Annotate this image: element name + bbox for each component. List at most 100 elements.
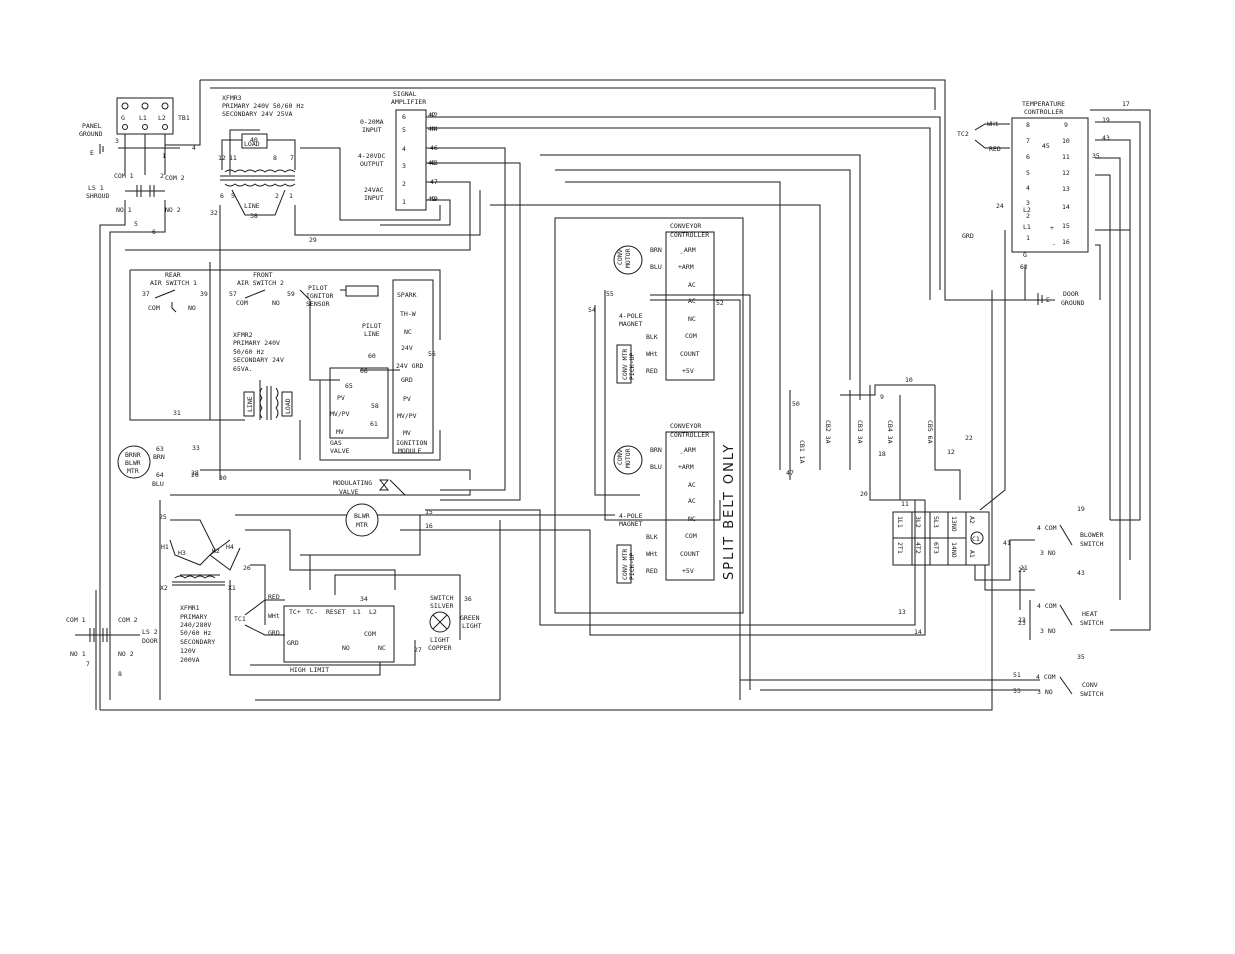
hl-tcplus: TC+ xyxy=(289,608,301,616)
temp-ctrl-tc2: TC2 xyxy=(957,130,969,138)
amp-wire-47: 47 xyxy=(430,178,438,186)
ct-a1: A1 xyxy=(968,550,976,558)
wire-number-66: 66 xyxy=(360,367,368,375)
panel-ground-icon xyxy=(99,144,104,154)
ls1-com1: COM 1 xyxy=(114,172,134,180)
amp-input2-1: 24VAC xyxy=(364,186,384,194)
amp-title-2: AMPLIFIER xyxy=(391,98,426,106)
blower-sw-w19: 19 xyxy=(1077,505,1085,513)
amp-output-2: OUTPUT xyxy=(360,160,384,168)
temp-ctrl-minus: - xyxy=(1052,240,1056,248)
wire-number-20: 20 xyxy=(860,490,868,498)
tc-pin-7: 7 xyxy=(1026,137,1030,145)
front-switch-com: COM xyxy=(236,299,248,307)
xfmr3-pin-8: 8 xyxy=(273,154,277,162)
xfmr3-line-2: PRIMARY 240V 50/60 Hz xyxy=(222,102,304,110)
hl-nc: NC xyxy=(378,644,386,652)
ls1-label-2: SHROUD xyxy=(86,192,110,200)
ct-14no: 14NO xyxy=(950,542,958,558)
conv2-wht: WHt xyxy=(646,550,658,558)
amp-wire-46: 46 xyxy=(430,144,438,152)
wire-number-27: 27 xyxy=(414,646,422,654)
light-silver: SILVER xyxy=(430,602,454,610)
wire-number-24: 24 xyxy=(996,202,1004,210)
amp-input1-1: 0-20MA xyxy=(360,118,384,126)
signal-amplifier: SIGNAL AMPLIFIER 0-20MA INPUT 4-20VDC OU… xyxy=(358,90,438,211)
blwr-mtr-1: BLWR xyxy=(354,512,370,520)
xfmr1-line-2: PRIMARY xyxy=(180,613,207,621)
rear-switch-wire-37: 37 xyxy=(142,290,150,298)
breaker-cb4: CB4 3A xyxy=(886,420,894,444)
conv-sw-label-1: CONV xyxy=(1082,681,1098,689)
xfmr2-line-1: XFMR2 xyxy=(233,331,253,339)
conv2-nc: NC xyxy=(688,515,696,523)
ct-3l2: 3L2 xyxy=(914,516,922,528)
door-ground-label-1: DOOR xyxy=(1063,290,1079,298)
heat-sw-no: 3 NO xyxy=(1040,627,1056,635)
temp-ctrl-title-2: CONTROLLER xyxy=(1024,108,1063,116)
wire-number-61: 61 xyxy=(370,420,378,428)
conv-switch: 4 COM 3 NO CONV SWITCH 51 53 xyxy=(1013,671,1104,698)
wire-number-10: 10 xyxy=(905,376,913,384)
amp-wire-42: 42 xyxy=(430,111,438,119)
amp-pin-1: 1 xyxy=(402,198,406,206)
conv1-motor-1: CONV xyxy=(616,249,624,265)
breaker-cb3: CB3 3A xyxy=(856,420,864,444)
wire-number-35: 35 xyxy=(1092,152,1100,160)
conv1-com: COM xyxy=(685,332,697,340)
conv1-title-1: CONVEYOR xyxy=(670,222,701,230)
temp-ctrl-pins-left: 8 7 6 5 4 3 2 1 xyxy=(1026,121,1030,242)
ign-grd: GRD xyxy=(401,376,413,384)
conv2-arm-neg: _ARM xyxy=(680,446,696,454)
temp-ctrl-l2: L2 xyxy=(1023,206,1031,214)
conv2-ac2: AC xyxy=(688,497,696,505)
wire-number-12: 12 xyxy=(947,448,955,456)
heat-sw-w21: 21 xyxy=(1018,566,1026,574)
xfmr3-pin-5: 5 xyxy=(231,192,235,200)
amp-pin-6: 6 xyxy=(402,113,406,121)
conv1-magnet-2: MAGNET xyxy=(619,320,643,328)
hl-l1: L1 xyxy=(353,608,361,616)
blower-motor: BLWR MTR xyxy=(345,503,379,537)
hl-grd: GRD xyxy=(268,629,280,637)
high-limit-control: TC1 RED WHt GRD TC+ TC- RESET L1 L2 GRD … xyxy=(234,593,395,674)
limit-switch-ls1: COM 1 COM 2 NO 1 NO 2 LS 1 SHROUD xyxy=(86,172,185,214)
light-green-1: GREEN xyxy=(460,614,480,622)
wire-number-6: 6 xyxy=(152,228,156,236)
conv1-red: RED xyxy=(646,367,658,375)
blower-sw-label-2: SWITCH xyxy=(1080,540,1104,548)
conv2-5v: +5V xyxy=(682,567,694,575)
ign-mv: MV xyxy=(403,429,411,437)
ign-name-2: MODULE xyxy=(398,447,422,455)
tc-pin-11: 11 xyxy=(1062,153,1070,161)
mod-valve-label-2: VALVE xyxy=(339,488,359,496)
wire-number-32: 32 xyxy=(210,209,218,217)
xfmr3-pin-38: 38 xyxy=(250,212,258,220)
ign-24v: 24V xyxy=(401,344,413,352)
wire-number-30: 30 xyxy=(219,474,227,482)
tap-h3: H3 xyxy=(178,549,186,557)
ls2-com2: COM 2 xyxy=(118,616,138,624)
conv2-motor-1: CONV xyxy=(616,449,624,465)
amp-input1-2: INPUT xyxy=(362,126,382,134)
transformer-xfmr3: XFMR3 PRIMARY 240V 50/60 Hz SECONDARY 24… xyxy=(218,94,304,220)
wire-number-11: 11 xyxy=(901,500,909,508)
ls2-no2: NO 2 xyxy=(118,650,134,658)
temp-ctrl-g: G xyxy=(1023,251,1027,259)
panel-ground-e-label: E xyxy=(90,149,94,157)
hl-wht: WHt xyxy=(268,612,280,620)
brnr-wire-26: 26 xyxy=(191,471,199,479)
wire-number-31: 31 xyxy=(173,409,181,417)
hl-red: RED xyxy=(268,593,280,601)
wire-number-50: 50 xyxy=(792,400,800,408)
conv2-arm-pos: +ARM xyxy=(678,463,694,471)
door-ground-e: E xyxy=(1046,296,1050,304)
conv1-count: COUNT xyxy=(680,350,700,358)
conv1-pickup-1: CONV MTR xyxy=(621,349,629,380)
breaker-cb2: CB2 3A xyxy=(824,420,832,444)
conv2-ac1: AC xyxy=(688,481,696,489)
conv1-title-2: CONTROLLER xyxy=(670,231,709,239)
ign-nc: NC xyxy=(404,328,412,336)
ls1-no2: NO 2 xyxy=(165,206,181,214)
